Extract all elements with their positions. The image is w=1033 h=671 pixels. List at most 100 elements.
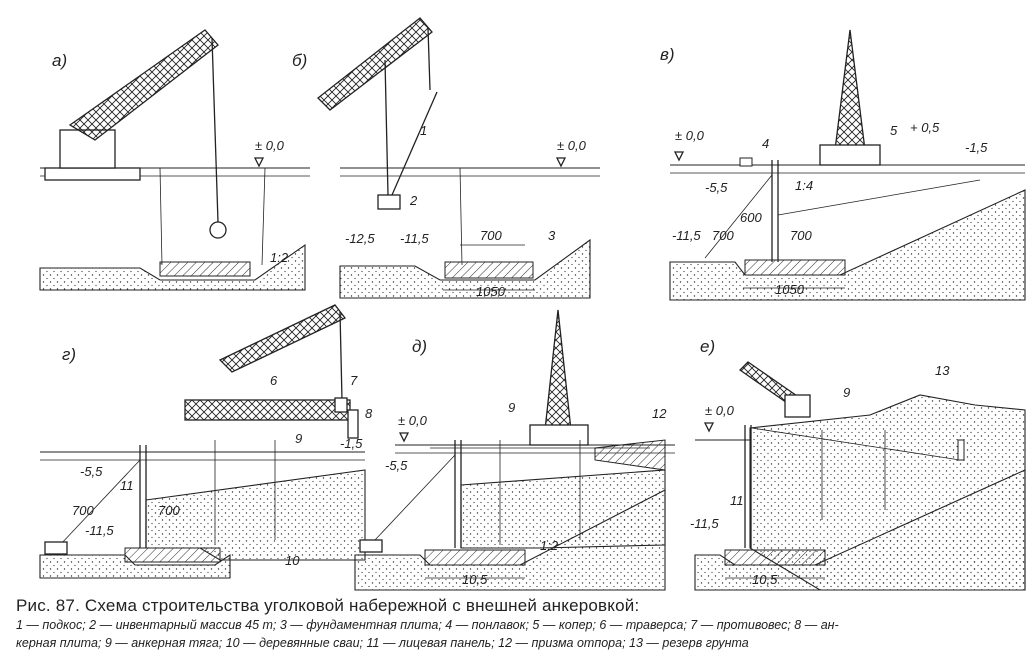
level-label: -12,5 — [345, 231, 375, 246]
level-label: ± 0,0 — [255, 138, 285, 153]
inventory-block — [44, 541, 68, 555]
foundation-plate — [424, 549, 526, 566]
panel-d: д) ± 0,0 9 12 -5,5 1:2 10,5 — [354, 309, 675, 591]
caption-title: Рис. 87. Схема строительства уголковой н… — [16, 596, 640, 615]
caption-legend-line-2: керная плита; 9 — анкерная тяга; 10 — де… — [16, 636, 749, 650]
pile-driver-tower — [834, 29, 866, 151]
callout-5: 5 — [890, 123, 898, 138]
crane-hook-load — [209, 221, 227, 239]
level-label: -5,5 — [705, 180, 728, 195]
dimension-label: 1050 — [476, 284, 506, 299]
slope-label: 1:2 — [270, 250, 289, 265]
callout-2: 2 — [409, 193, 418, 208]
crane-boom — [68, 29, 219, 141]
callout-11: 11 — [730, 493, 744, 508]
seabed — [39, 553, 231, 579]
callout-9: 9 — [508, 400, 515, 415]
pile-driver-tower — [544, 309, 572, 431]
level-label: -11,5 — [690, 516, 719, 531]
callout-11: 11 — [120, 478, 134, 493]
anchor-plate — [347, 409, 359, 439]
level-label: ± 0,0 — [557, 138, 587, 153]
caption-legend-line-1: 1 — подкос; 2 — инвентарный массив 45 т;… — [16, 618, 839, 632]
strut — [704, 174, 773, 259]
level-label: + 0,5 — [910, 120, 940, 135]
anchor-cable — [261, 167, 266, 266]
foundation-plate — [724, 549, 826, 566]
level-marker-icon — [555, 157, 567, 168]
pile-driver-pontoon — [819, 144, 881, 166]
counterweight — [334, 397, 348, 413]
level-label: ± 0,0 — [675, 128, 705, 143]
panel-g: г) 6 7 8 9 -1,5 -5,5 11 10 700 700 -11,5 — [39, 304, 373, 579]
crane-cable — [339, 311, 343, 401]
foundation-plate — [124, 547, 221, 563]
callout-3: 3 — [548, 228, 556, 243]
anchor-cable — [459, 167, 463, 266]
dimension-label: 700 — [480, 228, 502, 243]
dimension-label: 700 — [712, 228, 734, 243]
dimension-label: 10,5 — [462, 572, 488, 587]
crane-cable — [427, 27, 431, 91]
callout-9: 9 — [843, 385, 850, 400]
crane-cable — [211, 37, 219, 223]
callout-1: 1 — [420, 123, 427, 138]
slope-label: 1:4 — [795, 178, 813, 193]
level-label: -5,5 — [80, 464, 103, 479]
slope-line — [777, 179, 981, 216]
crane-cable — [384, 59, 389, 196]
callout-8: 8 — [365, 406, 373, 421]
callout-4: 4 — [762, 136, 769, 151]
crane-boom — [218, 304, 347, 373]
panel-a-label: а) — [52, 51, 67, 70]
foundation-plate — [444, 261, 534, 279]
dimension-label: 600 — [740, 210, 762, 225]
level-marker-icon — [253, 157, 265, 168]
foundation-plate — [744, 259, 846, 276]
anchor-rod — [751, 427, 961, 461]
dimension-label: 700 — [72, 503, 94, 518]
barge — [44, 167, 141, 181]
inventory-block — [377, 194, 401, 210]
panel-d-label: д) — [412, 337, 427, 356]
level-label: ± 0,0 — [705, 403, 735, 418]
level-marker-icon — [673, 151, 685, 162]
traverse — [184, 399, 351, 421]
panel-g-label: г) — [62, 345, 76, 364]
seabed — [669, 189, 1026, 301]
pile-driver-pontoon — [529, 424, 589, 446]
anchor-plate — [957, 439, 965, 461]
level-label: -11,5 — [400, 231, 429, 246]
panel-a: а) ± 0,0 1:2 — [39, 29, 310, 291]
callout-6: 6 — [270, 373, 278, 388]
crane-boom — [317, 17, 433, 111]
crane-cabin — [59, 129, 116, 169]
pontoon — [739, 157, 753, 167]
seabed — [339, 238, 591, 299]
inventory-block — [359, 539, 383, 553]
callout-10: 10 — [285, 553, 300, 568]
level-label: -1,5 — [340, 436, 363, 451]
crane-cabin — [784, 394, 811, 418]
level-marker-icon — [398, 432, 410, 443]
construction-diagram: а) ± 0,0 1:2 б) 1 2 ± 0,0 -12,5 — [39, 17, 1026, 591]
panel-v: в) 5 + 0,5 -1,5 ± 0,0 4 -5,5 1:4 600 700… — [660, 29, 1026, 301]
dimension-label: 700 — [158, 503, 180, 518]
strut — [374, 454, 456, 541]
figure-caption: Рис. 87. Схема строительства уголковой н… — [16, 596, 1026, 652]
strut — [391, 91, 438, 196]
dimension-label: 700 — [790, 228, 812, 243]
level-label: ± 0,0 — [398, 413, 428, 428]
seabed — [39, 243, 306, 291]
anchor-cable — [159, 167, 163, 266]
strut — [59, 459, 141, 546]
panel-b: б) 1 2 ± 0,0 -12,5 -11,5 700 1050 3 — [292, 17, 600, 299]
callout-12: 12 — [652, 406, 667, 421]
callout-7: 7 — [350, 373, 358, 388]
level-label: -1,5 — [965, 140, 988, 155]
dimension-label: 1050 — [775, 282, 805, 297]
foundation-bed — [159, 261, 251, 277]
panel-e-label: е) — [700, 337, 715, 356]
level-marker-icon — [703, 422, 715, 433]
panel-e: е) ± 0,0 9 13 11 -11,5 10,5 — [690, 337, 1026, 591]
